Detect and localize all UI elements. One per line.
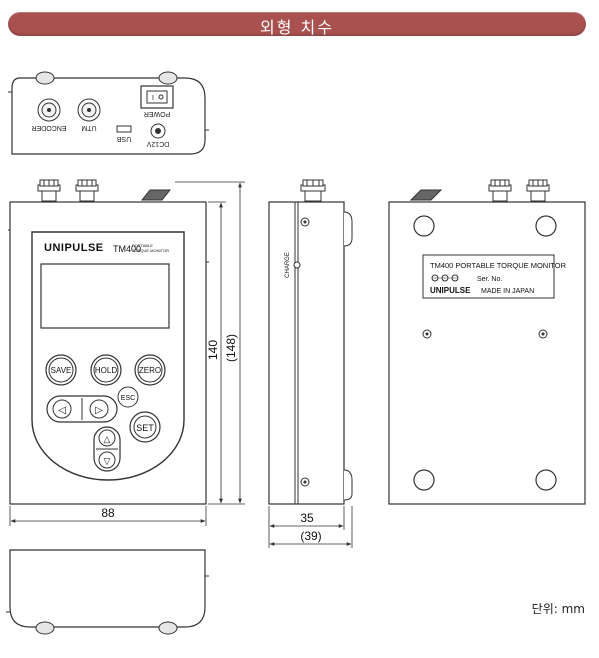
esc-button[interactable]: ESC [117,386,139,408]
down-arrow-icon: ▽ [104,456,111,466]
serial-number-label: Ser. No. [477,276,502,283]
right-arrow-icon: ▷ [95,405,103,416]
front-model: TM400 [113,244,141,254]
front-brand-logo: UNIPULSE [44,242,104,254]
save-button-label: SAVE [51,366,72,375]
width-dimension: 88 [101,506,115,520]
up-arrow-button[interactable]: △ [98,429,116,447]
depth-total-dimension: (39) [300,529,321,543]
hold-button[interactable]: HOLD [90,354,122,386]
side-view: CHARGE [268,179,353,505]
certification-marks-icon [431,274,459,282]
front-connector-right-icon [75,179,99,202]
bottom-view [6,549,209,635]
updown-rocker: △ ▽ [93,426,121,472]
lcd-display [40,263,170,329]
set-button[interactable]: SET [129,411,161,443]
arrow-rocker: ◁ ▷ [46,395,118,423]
side-connector-icon [300,179,326,202]
dc-label: DC12V [146,140,169,147]
back-view: TM400 PORTABLE TORQUE MONITOR Ser. No. U… [388,179,586,505]
back-label-line1: TM400 PORTABLE TORQUE MONITOR [430,261,567,270]
unit-label: 단위: mm [531,602,585,616]
encoder-label: ENCODER [31,124,66,131]
front-model-sub1: PORTABLE [132,243,153,248]
zero-button-label: ZERO [139,366,161,375]
front-connector-left-icon [37,179,61,202]
front-model-sub2: TORQUE MONITOR [132,248,169,253]
up-arrow-icon: △ [104,434,111,444]
hold-button-label: HOLD [95,366,117,375]
height-dimension: 140 [206,340,220,360]
save-button[interactable]: SAVE [45,354,77,386]
rating-label [422,254,555,299]
utm-connector-icon [77,98,101,122]
encoder-connector-icon [37,98,61,122]
section-title: 외형 치수 [260,18,334,37]
left-arrow-button[interactable]: ◁ [52,399,72,419]
back-brand-logo: UNIPULSE [430,286,471,295]
charge-label: CHARGE [285,252,291,278]
dc-jack-icon [150,123,166,139]
svg-text:I: I [152,95,154,102]
side-dimensions: 35 (39) [268,506,353,548]
utm-label: UTM [81,124,96,131]
section-banner: 외형 치수 [8,12,586,37]
depth-dimension: 35 [300,511,314,525]
back-connector-right-icon [526,179,550,202]
power-label: POWER [144,110,170,117]
charge-led-icon [293,261,301,269]
down-arrow-button[interactable]: ▽ [98,451,116,469]
right-arrow-button[interactable]: ▷ [89,399,109,419]
height-total-dimension: (148) [224,334,238,362]
top-view: ENCODER UTM USB I POWER DC12V [8,71,209,155]
back-connector-left-icon [488,179,512,202]
zero-button[interactable]: ZERO [134,354,166,386]
usb-label: USB [116,135,131,142]
made-in-label: MADE IN JAPAN [481,288,534,295]
front-view: UNIPULSE TM400 PORTABLE TORQUE MONITOR S… [8,179,209,505]
usb-port-icon [116,125,132,133]
front-dimensions: 88 140 (148) [9,181,245,526]
esc-button-label: ESC [121,395,135,402]
left-arrow-icon: ◁ [58,405,66,416]
front-power-switch-icon [140,189,172,201]
set-button-label: SET [136,423,154,433]
